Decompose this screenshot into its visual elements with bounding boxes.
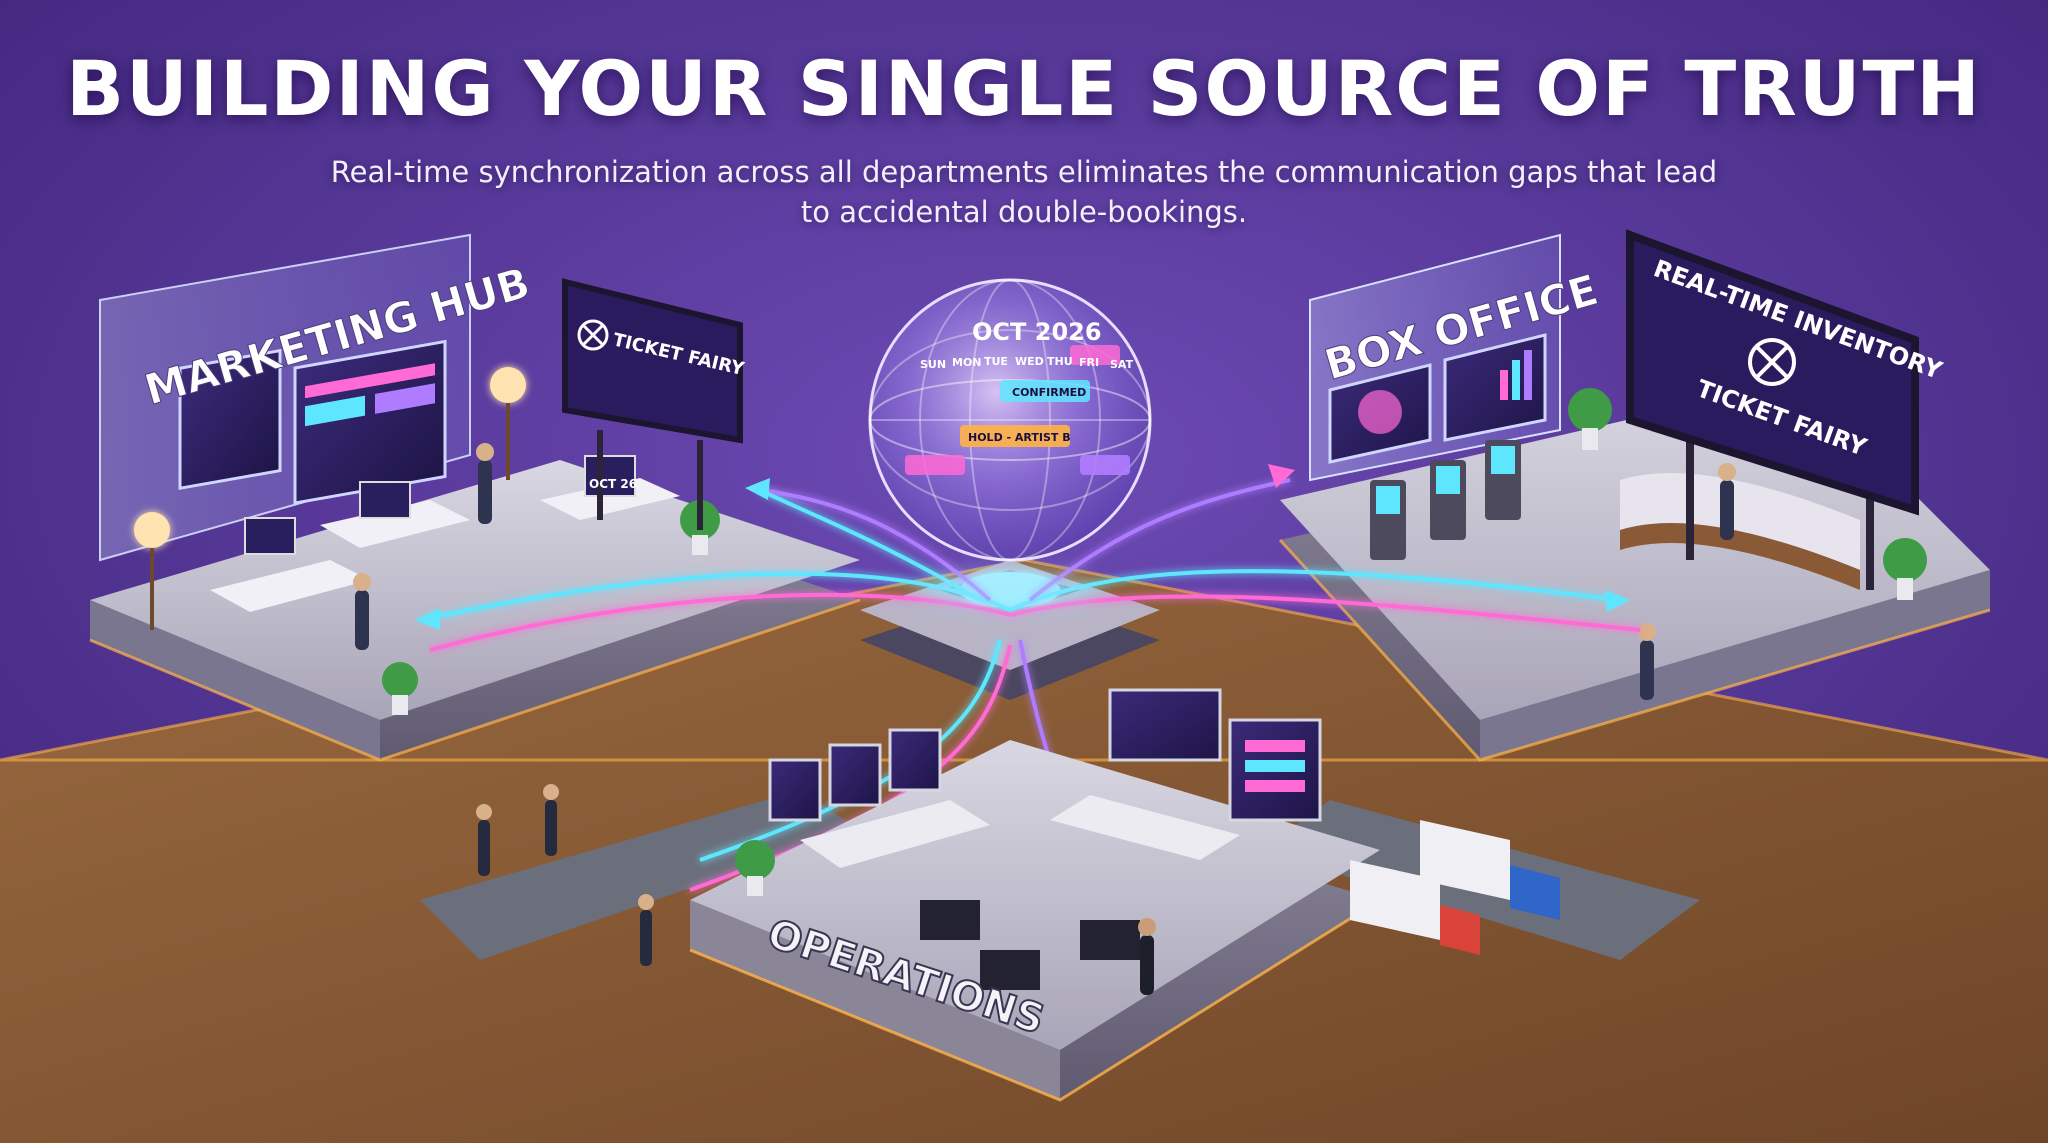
real-time-inventory-billboard xyxy=(1626,229,1919,590)
delivery-trucks xyxy=(1350,820,1560,955)
marketing-platform xyxy=(89,233,861,762)
weekday-sat: SAT xyxy=(1110,358,1134,371)
page-subtitle: Real-time synchronization across all dep… xyxy=(330,155,1718,229)
ticket-fairy-billboard-left xyxy=(562,278,743,530)
globe-weekdays: SUN MON TUE WED THU FRI SAT xyxy=(920,355,1134,371)
calendar-globe xyxy=(868,278,1152,610)
operations-platform xyxy=(689,688,1381,1102)
road xyxy=(420,790,860,960)
globe-month: OCT 2026 xyxy=(972,318,1102,346)
weekday-wed: WED xyxy=(1015,355,1044,368)
weekday-tue: TUE xyxy=(984,355,1008,368)
weekday-thu: THU xyxy=(1047,355,1073,368)
marketing-monitor-date: OCT 26 xyxy=(589,477,637,491)
weekday-fri: FRI xyxy=(1079,356,1099,369)
page-title: BUILDING YOUR SINGLE SOURCE OF TRUTH xyxy=(66,44,1982,133)
street-people xyxy=(476,784,654,966)
weekday-mon: MON xyxy=(952,356,982,369)
weekday-sun: SUN xyxy=(920,358,946,371)
flow-arrowheads xyxy=(415,464,1630,630)
globe-event-hold: HOLD - ARTIST B xyxy=(968,431,1071,444)
globe-event-confirmed: CONFIRMED xyxy=(1012,386,1086,399)
